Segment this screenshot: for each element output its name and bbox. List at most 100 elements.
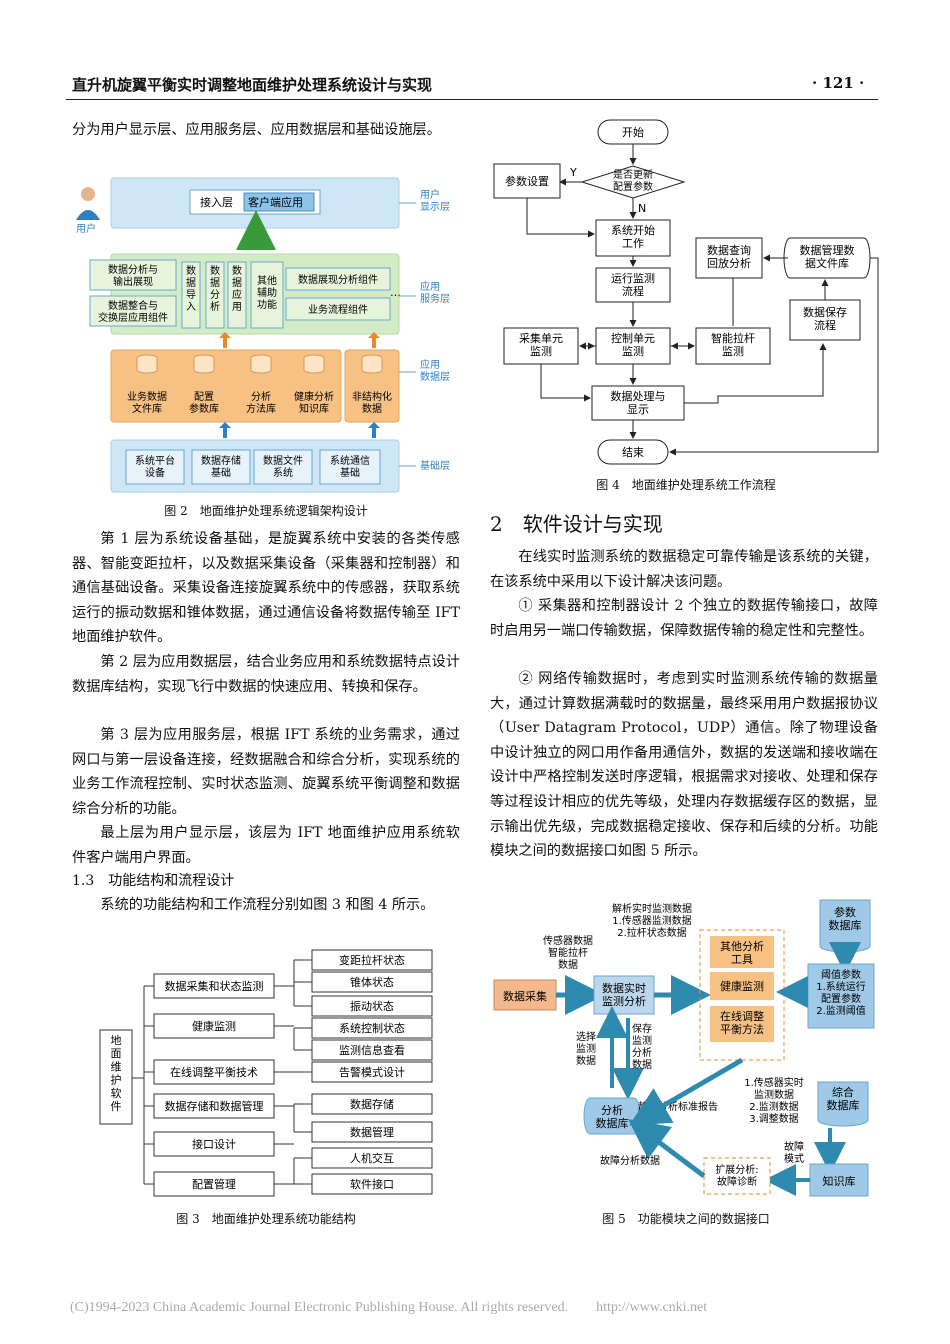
fig4-no: N	[638, 202, 646, 215]
db2-label: 配置参数库	[189, 391, 219, 415]
running-title: 直升机旋翼平衡实时调整地面维护处理系统设计与实现	[72, 76, 433, 94]
access-layer-label: 接入层	[200, 196, 233, 209]
figure-2-caption: 图 2 地面维护处理系统逻辑架构设计	[164, 504, 368, 518]
paragraph-top-layer: 最上层为用户显示层，该层为 IFT 地面维护应用系统软件客户端用户界面。	[72, 825, 460, 866]
fig5-save-label: 保存监测分析数据	[632, 1022, 652, 1071]
svc8-label: 业务流程组件	[308, 303, 368, 316]
fig5-param-db: 参数数据库	[829, 905, 862, 932]
page-number: · 121 ·	[812, 74, 865, 92]
fig5-extend: 扩展分析:故障诊断	[715, 1163, 758, 1188]
fig4-start: 开始	[622, 125, 644, 139]
fig5-composite-db: 综合数据库	[827, 1085, 860, 1112]
fig5-analysis-db: 分析数据库	[596, 1103, 629, 1130]
paragraph-layer3: 第 3 层为应用服务层，根据 IFT 系统的业务需求，通过网口与第一层设备连接，…	[72, 727, 460, 817]
svc-ellipsis: …	[390, 286, 401, 299]
base3-label: 数据文件系统	[263, 454, 303, 479]
fig4-end: 结束	[622, 446, 644, 459]
copyright-footer: (C)1994-2023 China Academic Journal Elec…	[70, 1300, 708, 1315]
fig3-leaf-0: 变距拉杆状态	[339, 953, 405, 967]
fig4-smart-rod: 智能拉杆监测	[711, 331, 755, 358]
fig5-collect: 数据采集	[503, 989, 547, 1003]
fig4-yes: Y	[569, 166, 577, 179]
figure-3-function-structure: 地面维护软件 数据采集和状态监测 健康监测 在线调整平衡技术 数据存储和数据管理…	[99, 949, 433, 1197]
db5-label: 非结构化数据	[352, 390, 392, 415]
base2-label: 数据存储基础	[201, 454, 241, 479]
fig3-mid-4: 接口设计	[192, 1138, 236, 1151]
fig3-mid-2: 在线调整平衡技术	[170, 1065, 258, 1079]
client-app-label: 客户端应用	[248, 195, 303, 209]
svc3-label: 数据导入	[186, 264, 196, 313]
fig4-process: 数据处理与显示	[611, 389, 666, 416]
base1-label: 系统平台设备	[135, 454, 175, 479]
fig5-online: 在线调整平衡方法	[720, 1009, 764, 1036]
paragraph-fig-ref: 系统的功能结构和工作流程分别如图 3 和图 4 所示。	[100, 897, 435, 913]
paragraph-sec2-intro: 在线实时监测系统的数据稳定可靠传输是该系统的关键，在该系统中采用以下设计解决该问…	[490, 549, 878, 590]
svc-box-1	[89, 259, 177, 291]
fig4-collect: 采集单元监测	[519, 331, 563, 358]
header-rule	[66, 99, 878, 100]
svc2-label: 数据整合与交换层应用组件	[98, 299, 168, 324]
fig5-select-label: 选择监测数据	[576, 1030, 596, 1067]
fig4-control: 控制单元监测	[611, 331, 655, 358]
figure-5-caption: 图 5 功能模块之间的数据接口	[602, 1212, 770, 1226]
fig4-save: 数据保存流程	[803, 305, 847, 332]
svc1-label: 数据分析与输出展现	[108, 263, 158, 288]
fig3-leaf-1: 锥体状态	[350, 975, 394, 989]
fig3-leaf-9: 软件接口	[350, 1177, 394, 1191]
user-label: 用户	[76, 222, 96, 235]
fig5-realtime: 数据实时监测分析	[602, 981, 646, 1008]
paragraph-item-1: ① 采集器和控制器设计 2 个独立的数据传输接口，故障时启用另一端口传输数据，保…	[490, 598, 878, 639]
fig3-mid-3: 数据存储和数据管理	[165, 1099, 264, 1113]
section-2-title: 2 软件设计与实现	[490, 512, 663, 536]
paragraph-layer1: 第 1 层为系统设备基础，是旋翼系统中安装的各类传感器、智能变距拉杆，以及数据采…	[72, 531, 460, 646]
figure-4-workflow: 开始 是否更新配置参数 Y N 参数设置 系统开始工作 运行监测流程 采集单元监…	[493, 119, 879, 465]
subsection-1-3: 1.3 功能结构和流程设计	[72, 873, 235, 889]
layer-service-label: 应用服务层	[420, 280, 450, 305]
paragraph-intro: 分为用户显示层、应用服务层、应用数据层和基础设施层。	[72, 122, 441, 138]
fig4-sys-start: 系统开始工作	[611, 223, 655, 250]
fig5-fault-data: 故障分析数据	[600, 1154, 660, 1167]
fig4-query: 数据查询回放分析	[707, 243, 751, 270]
paragraph-item-2: ② 网络传输数据时，考虑到实时监测系统传输的数据量大，通过计算数据满载时的数据量…	[490, 671, 878, 860]
fig3-mid-5: 配置管理	[192, 1177, 236, 1191]
fig3-root: 地面维护软件	[111, 1034, 122, 1113]
svc6-label: 其他辅助功能	[257, 274, 277, 311]
fig5-sensor-label: 传感器数据智能拉杆数据	[543, 934, 593, 971]
svc5-label: 数据应用	[232, 264, 242, 313]
fig5-other-tools: 其他分析工具	[720, 939, 764, 966]
fig4-db-file: 数据管理数据文件库	[800, 243, 855, 270]
svc-box-2	[89, 295, 177, 327]
fig3-mid-0: 数据采集和状态监测	[165, 979, 264, 993]
fig3-leaf-8: 人机交互	[350, 1151, 394, 1165]
fig3-leaf-5: 告警模式设计	[339, 1065, 405, 1079]
data-layer	[110, 349, 342, 423]
layer-base-label: 基础层	[420, 459, 450, 472]
fig4-param: 参数设置	[505, 174, 549, 188]
fig4-run-monitor: 运行监测流程	[611, 272, 655, 298]
fig3-leaf-7: 数据管理	[350, 1125, 394, 1139]
db3-label: 分析方法库	[246, 390, 276, 415]
user-icon	[76, 187, 100, 220]
paragraph-layer2: 第 2 层为应用数据层，结合业务应用和系统数据特点设计数据库结构，实现飞行中数据…	[72, 654, 460, 695]
fig5-health: 健康监测	[720, 979, 764, 993]
fig3-leaf-6: 数据存储	[350, 1097, 394, 1111]
fig3-leaf-3: 系统控制状态	[339, 1021, 405, 1035]
db4-label: 健康分析知识库	[294, 390, 334, 415]
fig4-decision: 是否更新配置参数	[613, 168, 653, 193]
svc4-label: 数据分析	[210, 264, 220, 313]
layer-data-label: 应用数据层	[420, 358, 450, 383]
figure-2-architecture: 用户 接入层 客户端应用 用户显示层 数据分析与输出展现 数据整合与交换层应用组…	[76, 177, 450, 493]
figure-4-caption: 图 4 地面维护处理系统工作流程	[596, 478, 776, 492]
fig3-leaf-4: 监测信息查看	[339, 1043, 405, 1057]
svc7-label: 数据展现分析组件	[298, 273, 378, 286]
layer-user-label: 用户显示层	[420, 188, 450, 213]
figure-3-caption: 图 3 地面维护处理系统功能结构	[176, 1212, 356, 1226]
fig5-knowledge: 知识库	[823, 1174, 856, 1188]
base4-label: 系统通信基础	[330, 454, 370, 479]
fig5-fault-mode: 故障模式	[784, 1140, 804, 1165]
fig3-mid-1: 健康监测	[192, 1019, 236, 1033]
